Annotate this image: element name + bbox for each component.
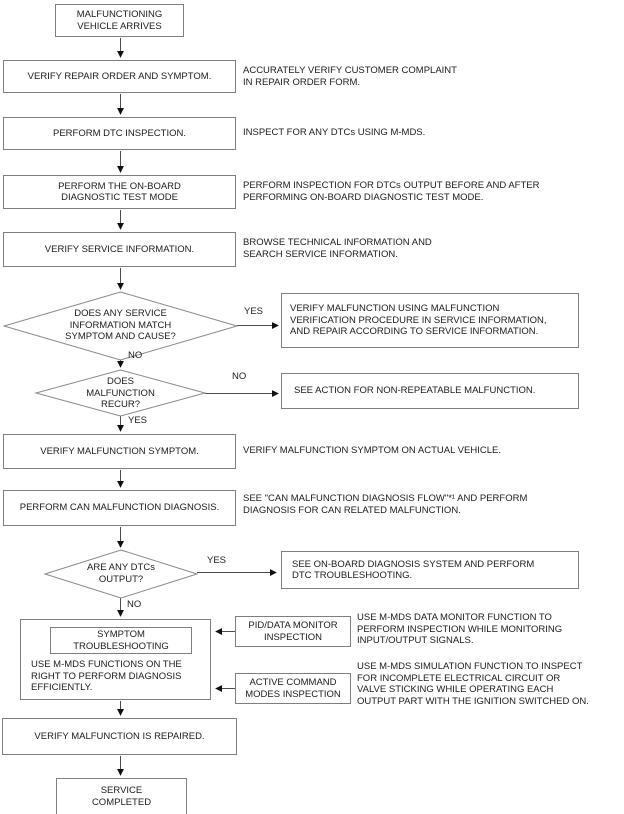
decision-service-match-no-label: NO [128, 350, 143, 361]
node-onboard-diagnosis-action: SEE ON-BOARD DIAGNOSIS SYSTEM AND PERFOR… [281, 551, 579, 589]
decision-dtc-output-shape [43, 549, 199, 599]
note-verify-order: ACCURATELY VERIFY CUSTOMER COMPLAINT IN … [243, 65, 457, 88]
node-service-completed-label: SERVICE COMPLETED [91, 785, 152, 808]
decision-recur-question: DOES MALFUNCTION RECUR? [86, 376, 155, 410]
note-onboard-test: PERFORM INSPECTION FOR DTCs OUTPUT BEFOR… [243, 180, 540, 203]
node-pid-monitor: PID/DATA MONITOR INSPECTION [235, 616, 351, 647]
decision-recur-shape [34, 369, 207, 417]
node-verify-order-label: VERIFY REPAIR ORDER AND SYMPTOM. [27, 70, 212, 82]
node-can-diagnosis: PERFORM CAN MALFUNCTION DIAGNOSIS. [3, 490, 236, 526]
decision-service-match-shape [2, 291, 239, 361]
node-verify-repaired-label: VERIFY MALFUNCTION IS REPAIRED. [34, 730, 205, 742]
note-active-command: USE M-MDS SIMULATION FUNCTION TO INSPECT… [357, 661, 589, 707]
node-active-command-label: ACTIVE COMMAND MODES INSPECTION [245, 677, 341, 700]
node-symptom-troubleshooting-title-box: SYMPTOM TROUBLESHOOTING [50, 627, 192, 654]
node-service-info-label: VERIFY SERVICE INFORMATION. [44, 243, 195, 255]
node-verify-malfunction-action-label: VERIFY MALFUNCTION USING MALFUNCTION VER… [290, 303, 547, 338]
node-start-label: MALFUNCTIONING VEHICLE ARRIVES [76, 9, 163, 32]
decision-recur-no-label: NO [232, 371, 247, 382]
node-service-completed: SERVICE COMPLETED [56, 778, 187, 814]
node-verify-symptom: VERIFY MALFUNCTION SYMPTOM. [3, 434, 236, 469]
note-pid-monitor: USE M-MDS DATA MONITOR FUNCTION TO PERFO… [357, 612, 563, 646]
node-start: MALFUNCTIONING VEHICLE ARRIVES [55, 4, 184, 37]
note-can-diagnosis: SEE "CAN MALFUNCTION DIAGNOSIS FLOW"*¹ A… [243, 493, 528, 516]
node-service-info: VERIFY SERVICE INFORMATION. [3, 232, 236, 267]
decision-dtc-output-question: ARE ANY DTCs OUTPUT? [87, 562, 155, 585]
node-verify-symptom-label: VERIFY MALFUNCTION SYMPTOM. [40, 445, 199, 457]
node-onboard-diagnosis-action-label: SEE ON-BOARD DIAGNOSIS SYSTEM AND PERFOR… [292, 558, 535, 582]
note-dtc-inspection: INSPECT FOR ANY DTCs USING M-MDS. [243, 127, 426, 138]
decision-recur-yes-label: YES [128, 415, 148, 426]
node-onboard-test: PERFORM THE ON-BOARD DIAGNOSTIC TEST MOD… [3, 175, 236, 209]
decision-dtc-output-no-label: NO [127, 599, 142, 610]
decision-service-match-question: DOES ANY SERVICE INFORMATION MATCH SYMPT… [65, 308, 176, 342]
decision-service-match-yes-label: YES [244, 306, 264, 317]
node-symptom-troubleshooting-body: USE M-MDS FUNCTIONS ON THE RIGHT TO PERF… [31, 659, 182, 693]
node-pid-monitor-label: PID/DATA MONITOR INSPECTION [248, 620, 338, 643]
node-onboard-test-label: PERFORM THE ON-BOARD DIAGNOSTIC TEST MOD… [58, 180, 181, 204]
node-verify-order: VERIFY REPAIR ORDER AND SYMPTOM. [3, 60, 236, 93]
decision-dtc-output-yes-label: YES [207, 555, 227, 566]
node-verify-malfunction-action: VERIFY MALFUNCTION USING MALFUNCTION VER… [281, 293, 579, 348]
node-non-repeatable-action-label: SEE ACTION FOR NON-REPEATABLE MALFUNCTIO… [294, 385, 536, 397]
node-dtc-inspection: PERFORM DTC INSPECTION. [3, 117, 236, 150]
node-non-repeatable-action: SEE ACTION FOR NON-REPEATABLE MALFUNCTIO… [281, 373, 579, 409]
node-active-command: ACTIVE COMMAND MODES INSPECTION [235, 673, 351, 704]
node-symptom-troubleshooting: SYMPTOM TROUBLESHOOTING USE M-MDS FUNCTI… [20, 619, 211, 700]
note-service-info: BROWSE TECHNICAL INFORMATION AND SEARCH … [243, 237, 432, 260]
node-verify-repaired: VERIFY MALFUNCTION IS REPAIRED. [2, 718, 237, 755]
note-verify-symptom: VERIFY MALFUNCTION SYMPTOM ON ACTUAL VEH… [243, 445, 501, 456]
node-dtc-inspection-label: PERFORM DTC INSPECTION. [52, 127, 186, 139]
node-can-diagnosis-label: PERFORM CAN MALFUNCTION DIAGNOSIS. [19, 502, 220, 514]
